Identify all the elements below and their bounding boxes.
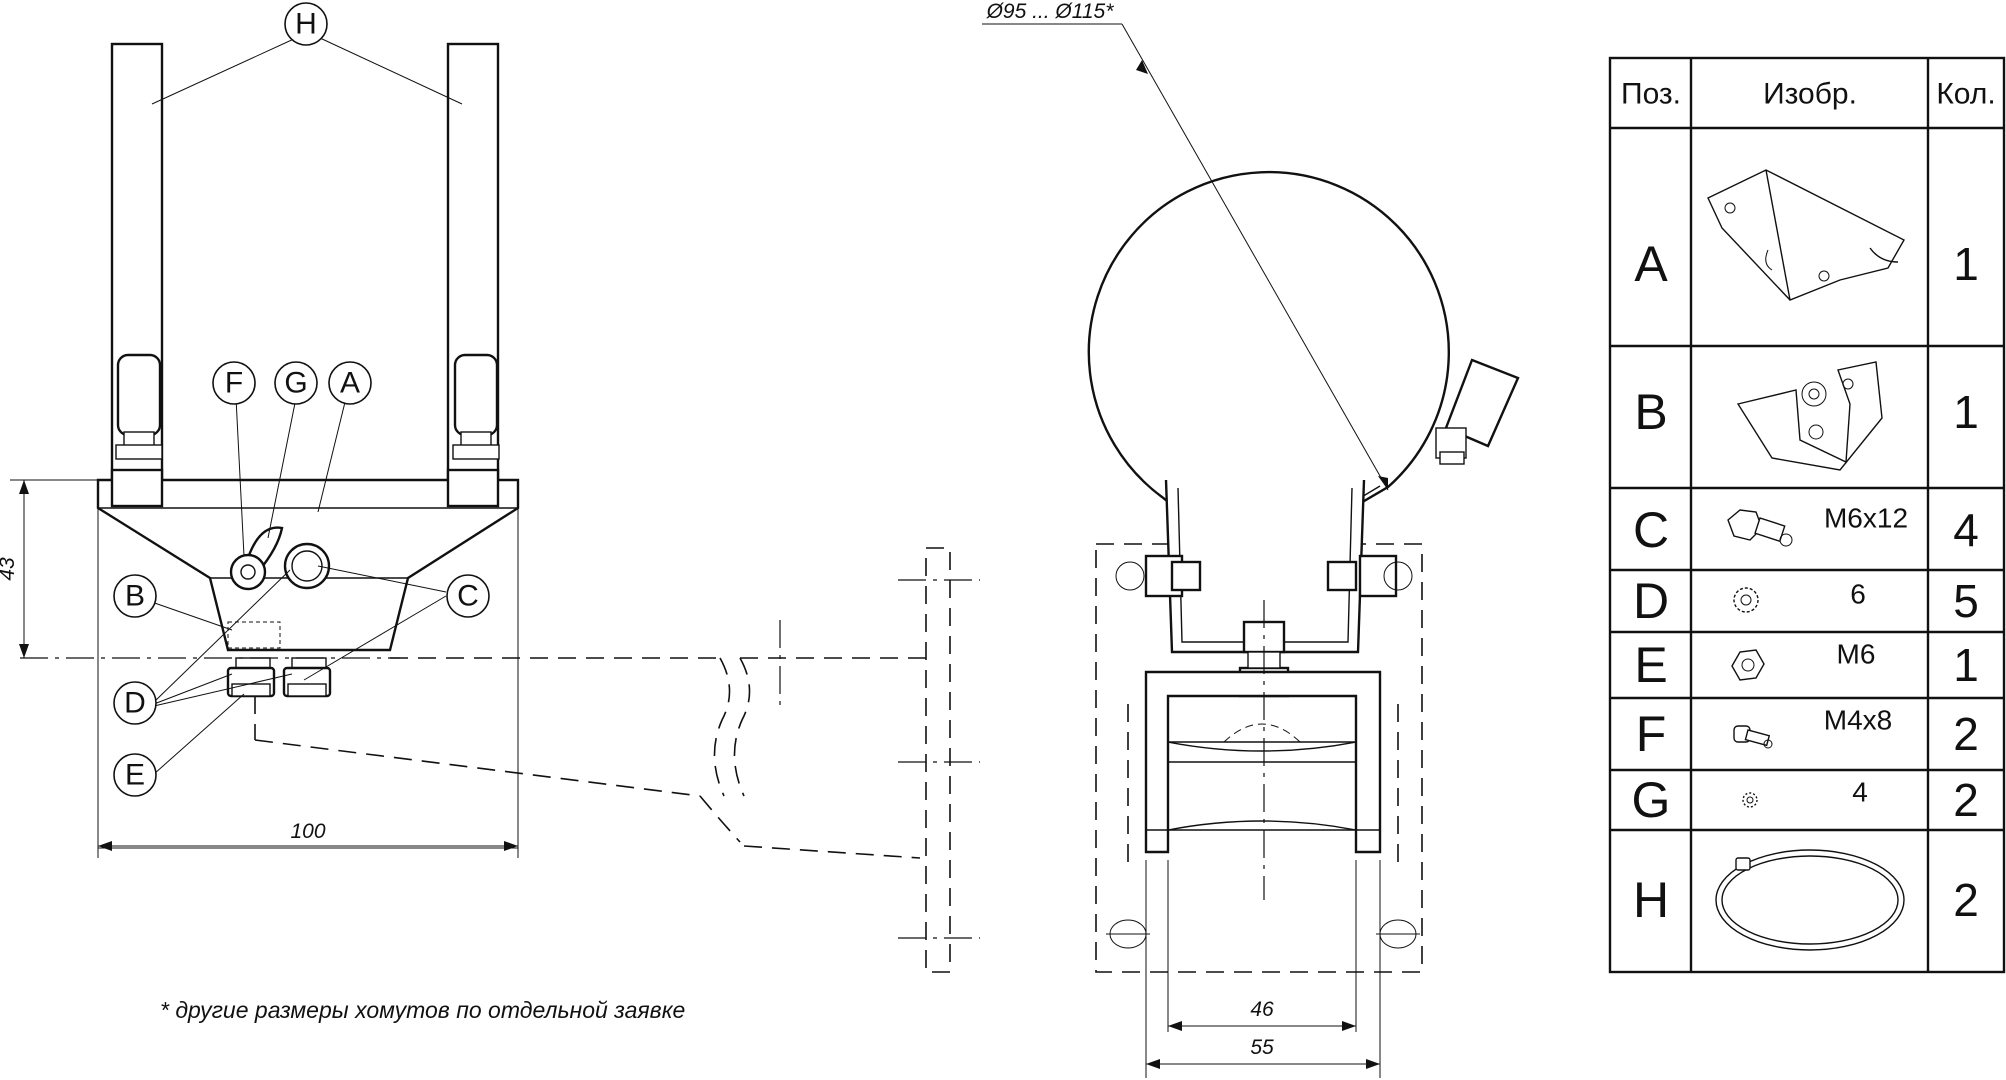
clamp-screw-block	[1435, 358, 1520, 465]
row-h-pos: H	[1633, 872, 1669, 928]
row-e-qty: 1	[1953, 639, 1979, 691]
row-c-size: M6x12	[1824, 503, 1908, 534]
u-bracket-icon	[1736, 361, 1883, 471]
svg-text:H: H	[295, 8, 317, 41]
dimension-100: 100	[97, 820, 519, 858]
lower-bracket	[1127, 670, 1399, 866]
svg-text:A: A	[340, 367, 360, 400]
hex-nut-icon	[1731, 649, 1765, 681]
dimension-55: 55	[1145, 860, 1381, 1078]
svg-text:D: D	[124, 687, 146, 720]
pole-projection	[254, 547, 980, 973]
row-a-qty: 1	[1953, 238, 1979, 290]
row-h-qty: 2	[1953, 874, 1979, 926]
row-a-pos: A	[1634, 236, 1668, 292]
dimension-55-label: 55	[1250, 1036, 1274, 1059]
dimension-100-label: 100	[290, 820, 325, 843]
base-plate-outline	[97, 482, 519, 849]
row-g-size: 4	[1852, 777, 1868, 808]
parts-table: Поз. Изобр. Кол. A 1 B 1 C M6x12 4	[1608, 56, 2006, 974]
strap-buckle-left	[115, 353, 163, 460]
callout-g: G	[274, 361, 318, 405]
socket-screw-icon	[1733, 725, 1773, 749]
bolt-head-c	[283, 542, 331, 590]
hose-clamp-icon	[1715, 849, 1905, 951]
dimension-46: 46	[1167, 860, 1357, 1032]
row-d-qty: 5	[1953, 575, 1979, 627]
serrated-washer-icon	[1733, 587, 1759, 613]
footnote: * другие размеры хомутов по отдельной за…	[160, 997, 685, 1023]
row-d-size: 6	[1850, 579, 1866, 610]
row-f-pos: F	[1636, 706, 1667, 762]
row-f-size: M4x8	[1824, 705, 1892, 736]
row-c-pos: C	[1633, 502, 1669, 558]
row-d-pos: D	[1633, 573, 1669, 629]
small-washer-icon	[1742, 792, 1758, 808]
callout-d: D	[113, 681, 157, 725]
svg-text:C: C	[457, 580, 479, 613]
pipe-clamp	[1087, 170, 1450, 523]
dimension-43-label: 43	[0, 557, 19, 581]
header-qty: Кол.	[1936, 78, 1995, 111]
svg-text:B: B	[125, 580, 145, 613]
row-f-qty: 2	[1953, 708, 1979, 760]
side-view: 43 100 H	[0, 2, 980, 1023]
row-b-qty: 1	[1953, 386, 1979, 438]
diameter-label: Ø95 ... Ø115*	[986, 0, 1115, 23]
thumb-screw	[229, 526, 284, 591]
diameter-dimension: Ø95 ... Ø115*	[982, 0, 1389, 491]
callout-b: B	[113, 574, 157, 618]
row-b-pos: B	[1634, 384, 1667, 440]
svg-text:G: G	[284, 367, 307, 400]
callout-c: C	[446, 574, 490, 618]
row-g-pos: G	[1632, 772, 1671, 828]
header-pos: Поз.	[1621, 78, 1681, 111]
callout-a: A	[328, 361, 372, 405]
dimension-46-label: 46	[1250, 998, 1274, 1021]
strap-buckle-right	[452, 353, 500, 460]
header-image: Изобр.	[1763, 78, 1857, 111]
callout-e: E	[113, 753, 157, 797]
front-view: Ø95 ... Ø115*	[982, 0, 1520, 1078]
dimension-43: 43	[0, 479, 98, 658]
row-c-qty: 4	[1953, 504, 1979, 556]
row-e-size: M6	[1837, 639, 1876, 670]
svg-text:E: E	[125, 759, 145, 792]
hex-bolt-icon	[1727, 509, 1793, 547]
bracket-plate-icon	[1707, 169, 1905, 301]
callout-h: H	[284, 2, 328, 46]
callout-f: F	[212, 361, 256, 405]
row-g-qty: 2	[1953, 774, 1979, 826]
svg-text:F: F	[225, 367, 243, 400]
row-e-pos: E	[1634, 637, 1667, 693]
